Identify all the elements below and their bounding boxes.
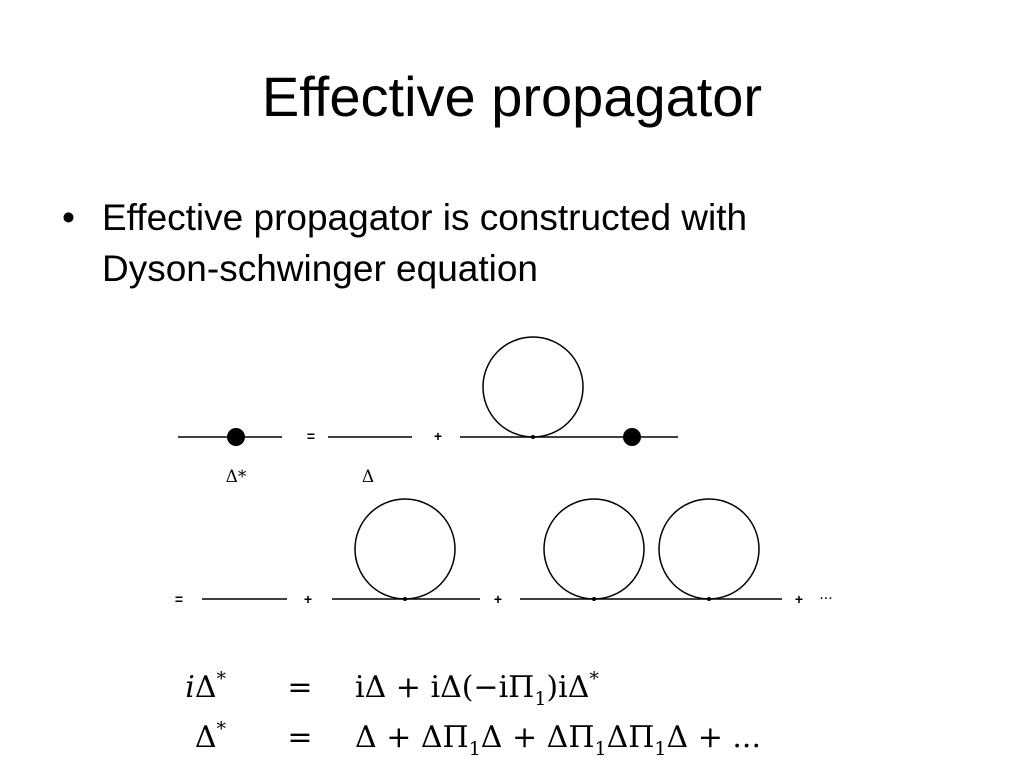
two-loop-tadpole-left	[543, 498, 645, 600]
bullet-item: • Effective propagator is constructed wi…	[62, 192, 962, 294]
eq1-rhs: iΔ + iΔ(−iΠ1)iΔ*	[355, 668, 599, 710]
full-propagator-dot-right	[623, 428, 641, 446]
ellipsis-row2: ···	[819, 591, 832, 607]
plus-sign-row2-1: +	[304, 591, 312, 607]
eq2-lhs: Δ*	[195, 718, 227, 755]
one-loop-tadpole	[354, 498, 456, 600]
plus-sign-row1: +	[434, 428, 442, 444]
bullet-text-line2: Dyson-schwinger equation	[102, 248, 539, 289]
equation-1: iΔ* = iΔ + iΔ(−iΠ1)iΔ*	[185, 668, 599, 710]
equation-block: iΔ* = iΔ + iΔ(−iΠ1)iΔ* Δ* = Δ + ΔΠ1Δ + Δ…	[185, 668, 761, 760]
slide-title: Effective propagator	[261, 65, 763, 128]
full-propagator-dot	[227, 428, 245, 446]
equals-sign-row1: =	[307, 428, 315, 444]
tadpole-loop	[482, 336, 584, 438]
bullet-list: • Effective propagator is constructed wi…	[62, 192, 962, 294]
eq2-rhs: Δ + ΔΠ1Δ + ΔΠ1ΔΠ1Δ + ...	[355, 720, 761, 760]
eq2-equals: =	[287, 720, 312, 755]
two-loop-tadpole-right	[658, 498, 760, 600]
plus-sign-row2-2: +	[494, 591, 502, 607]
one-loop-vertex	[403, 597, 407, 601]
diagram-row-1: Δ* = Δ +	[178, 336, 678, 487]
two-loop-vertex-right	[707, 597, 711, 601]
plus-sign-row2-3: +	[795, 591, 803, 607]
tadpole-vertex	[531, 435, 535, 439]
two-loop-vertex-left	[592, 597, 596, 601]
full-propagator-label: Δ*	[226, 467, 247, 487]
eq1-equals: =	[287, 670, 312, 705]
bullet-marker: •	[62, 197, 75, 238]
eq1-lhs: iΔ*	[185, 668, 226, 705]
bare-propagator-label: Δ	[362, 467, 374, 487]
bullet-text-line1: Effective propagator is constructed with	[102, 197, 748, 238]
diagram-row-2: = + + + ···	[175, 498, 833, 607]
equals-sign-row2: =	[175, 591, 183, 607]
equation-2: Δ* = Δ + ΔΠ1Δ + ΔΠ1ΔΠ1Δ + ...	[195, 718, 761, 760]
